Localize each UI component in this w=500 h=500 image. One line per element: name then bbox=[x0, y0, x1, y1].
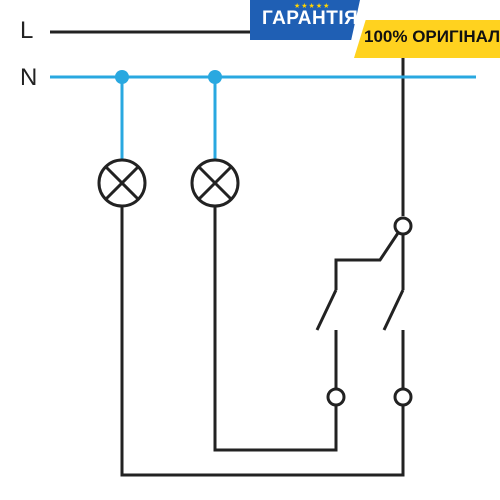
line-label: L bbox=[20, 17, 34, 44]
lamp-icon bbox=[97, 158, 147, 208]
badge-blue-ribbon bbox=[250, 0, 360, 40]
lamp-2-return-wire bbox=[213, 206, 338, 452]
badge-original-text: 100% ОРИГІНАЛ bbox=[364, 27, 500, 46]
guarantee-badge: ★★★★★ ГАРАНТІЯ 100% ОРИГІНАЛ bbox=[250, 0, 500, 58]
two-way-switch-icon bbox=[315, 216, 413, 407]
neutral-label: N bbox=[20, 64, 38, 91]
badge-stars: ★★★★★ bbox=[294, 3, 331, 10]
lamp-1-return-wire bbox=[120, 206, 405, 477]
lamp-icon bbox=[190, 158, 240, 208]
badge-guarantee-text: ГАРАНТІЯ bbox=[262, 8, 359, 29]
badge-yellow-ribbon bbox=[354, 20, 500, 58]
